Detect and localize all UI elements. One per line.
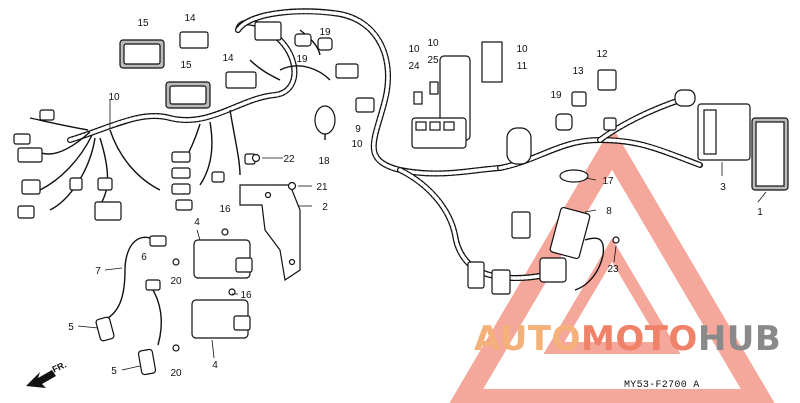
- bolts: [172, 153, 297, 352]
- callout-25: 25: [427, 55, 439, 66]
- callout-19-left: 19: [319, 27, 331, 38]
- callout-20-lower: 20: [170, 368, 182, 379]
- callout-20-upper: 20: [170, 276, 182, 287]
- leader-lines: [77, 100, 767, 371]
- callout-1: 1: [757, 207, 763, 218]
- callout-6: 6: [141, 252, 147, 263]
- callouts: 1 2 3 4 4 5 5 6 7 8 9 10 10 10 10 10 11 …: [68, 13, 763, 379]
- callout-4-lower: 4: [212, 360, 218, 371]
- callout-15-lower: 15: [180, 60, 192, 71]
- callout-24: 24: [408, 61, 420, 72]
- right-parts: [467, 69, 789, 295]
- fuse-box: [411, 41, 503, 149]
- callout-7: 7: [95, 266, 101, 277]
- callout-23: 23: [607, 264, 619, 275]
- callout-19-mid: 19: [296, 54, 308, 65]
- callout-18: 18: [318, 156, 330, 167]
- callout-14-lower: 14: [222, 53, 234, 64]
- callout-15-upper: 15: [137, 18, 149, 29]
- callout-10-right: 10: [516, 44, 528, 55]
- callout-12: 12: [596, 49, 608, 60]
- band-clamp: [314, 105, 336, 140]
- ignition-coils: [191, 239, 253, 339]
- callout-3: 3: [720, 182, 726, 193]
- callout-5-upper: 5: [68, 322, 74, 333]
- callout-8: 8: [606, 206, 612, 217]
- callout-10-fuse-left: 10: [408, 44, 420, 55]
- diagram-code: MY53-F2700 A: [624, 380, 700, 391]
- main-wire-harness: [29, 8, 703, 281]
- callout-19-right: 19: [550, 90, 562, 101]
- callout-10-left: 10: [108, 92, 120, 103]
- callout-4-upper: 4: [194, 217, 200, 228]
- front-direction-arrow-icon: [26, 370, 56, 388]
- callout-17: 17: [602, 176, 614, 187]
- callout-13: 13: [572, 66, 584, 77]
- bracket: [239, 184, 301, 282]
- callout-5-lower: 5: [111, 366, 117, 377]
- callout-11: 11: [517, 61, 528, 72]
- callout-2: 2: [322, 202, 328, 213]
- callout-10-fuse-right: 10: [427, 38, 439, 49]
- watermark-logo: AUTOMOTOHUB: [474, 319, 781, 359]
- watermark-hub: HUB: [697, 319, 782, 359]
- left-connector-cluster: [13, 109, 256, 221]
- callout-22: 22: [283, 154, 295, 165]
- watermark-moto: MOTO: [580, 319, 698, 359]
- callout-21: 21: [316, 182, 328, 193]
- callout-9: 9: [355, 124, 361, 135]
- callout-10-mid: 10: [351, 139, 363, 150]
- watermark-auto: AUTO: [474, 319, 581, 359]
- callout-16-upper: 16: [219, 204, 231, 215]
- callout-16-lower: 16: [240, 290, 252, 301]
- spark-plug-leads: [95, 235, 167, 376]
- relay-group-top: [119, 21, 375, 113]
- callout-14-upper: 14: [184, 13, 196, 24]
